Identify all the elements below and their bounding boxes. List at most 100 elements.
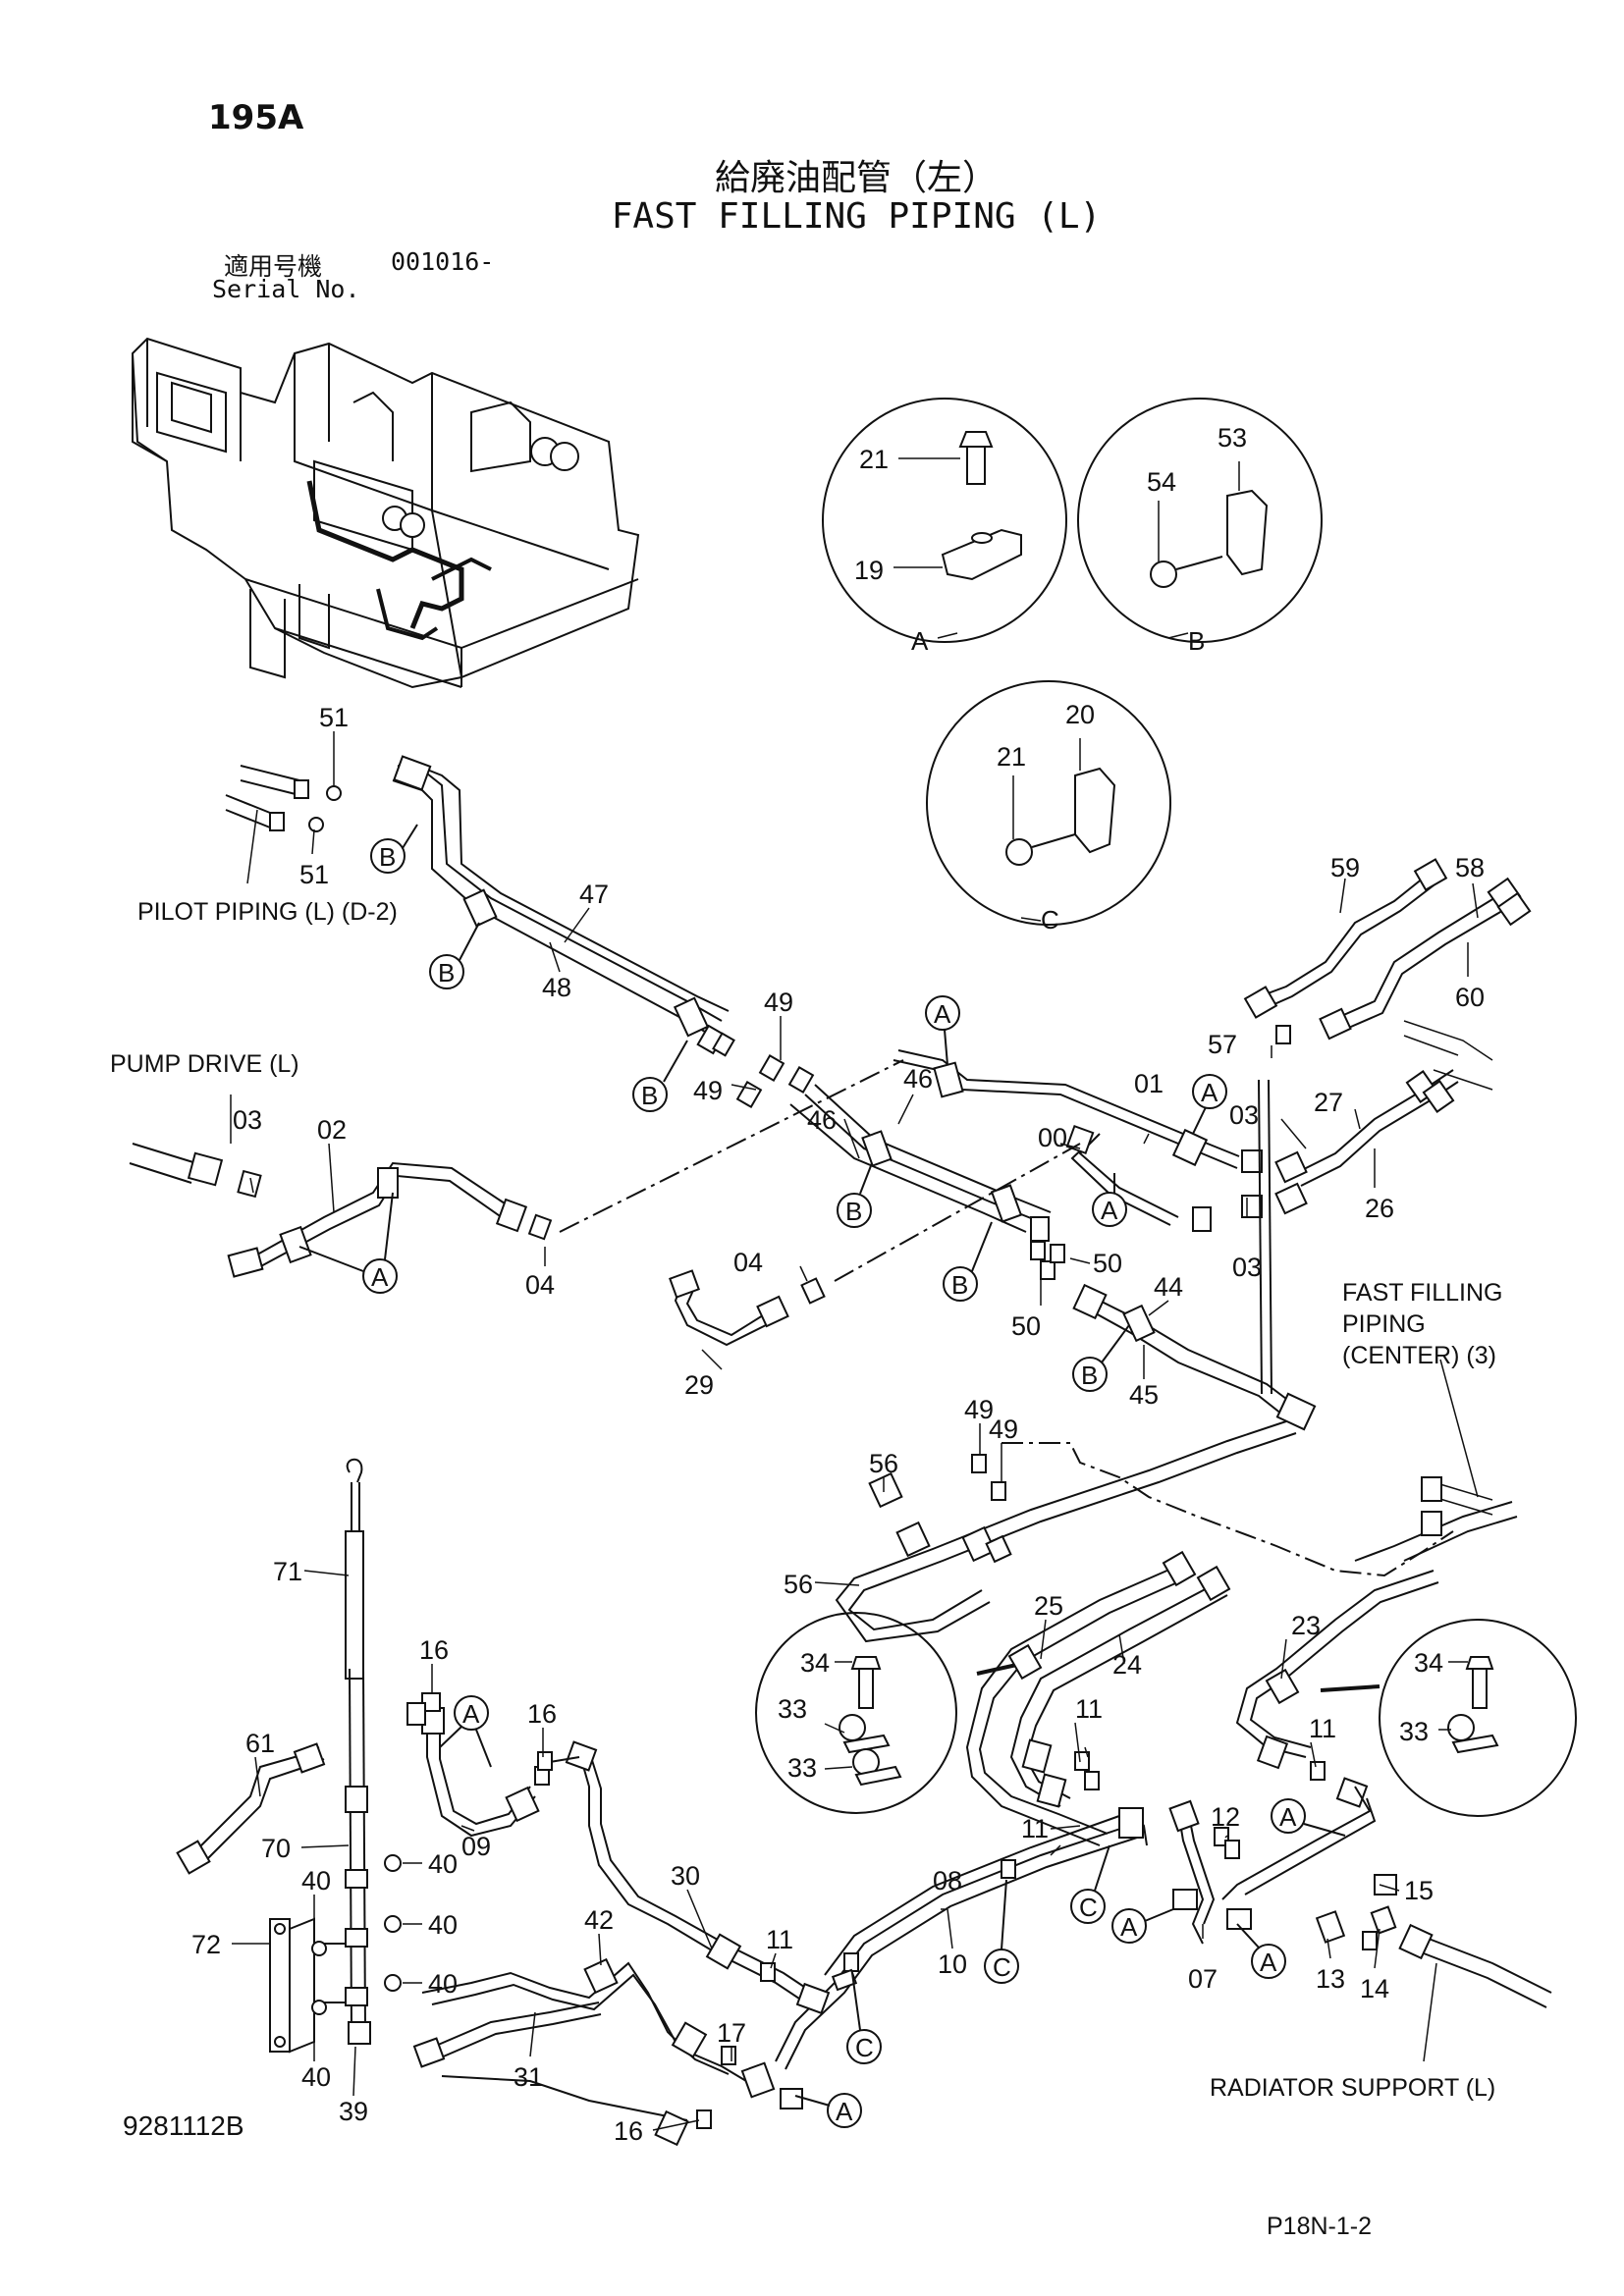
callout-48: 48 bbox=[542, 973, 571, 1002]
machine-overview-illustration bbox=[131, 337, 640, 689]
callout-44: 44 bbox=[1154, 1272, 1183, 1302]
section-marker-b: B bbox=[943, 1221, 993, 1302]
svg-text:B: B bbox=[951, 1270, 968, 1300]
section-marker-c: C bbox=[1070, 1844, 1110, 1924]
svg-text:B: B bbox=[641, 1081, 658, 1110]
callout-39: 39 bbox=[339, 2097, 368, 2126]
callout-19: 19 bbox=[854, 556, 884, 585]
callout-16: 16 bbox=[527, 1699, 557, 1729]
svg-text:B: B bbox=[845, 1197, 862, 1226]
callout-11: 11 bbox=[1075, 1694, 1103, 1724]
detail-c-label: C bbox=[1041, 905, 1059, 934]
callout-11: 11 bbox=[1021, 1814, 1049, 1843]
piping-lines bbox=[129, 755, 1552, 2147]
callout-72: 72 bbox=[191, 1930, 221, 1959]
callout-50: 50 bbox=[1011, 1311, 1041, 1341]
svg-text:C: C bbox=[1079, 1893, 1098, 1922]
callout-33-a: 33 bbox=[778, 1694, 807, 1724]
serial-label-english: Serial No. bbox=[212, 275, 360, 303]
callout-54: 54 bbox=[1147, 467, 1176, 497]
callout-13: 13 bbox=[1316, 1964, 1345, 1994]
section-marker-b: B bbox=[837, 1162, 873, 1228]
note-pump-drive: PUMP DRIVE (L) bbox=[110, 1050, 299, 1078]
section-marker-a: A bbox=[1271, 1798, 1346, 1837]
callout-50: 50 bbox=[1093, 1249, 1122, 1278]
section-marker-b: B bbox=[370, 824, 418, 874]
callout-61: 61 bbox=[245, 1729, 275, 1758]
svg-text:A: A bbox=[1201, 1078, 1218, 1107]
callout-20: 20 bbox=[1065, 700, 1095, 729]
callout-42: 42 bbox=[584, 1905, 614, 1935]
callout-30: 30 bbox=[671, 1861, 700, 1891]
callout-40: 40 bbox=[301, 1866, 331, 1896]
sheet-reference: P18N-1-2 bbox=[1267, 2213, 1372, 2240]
callout-numbers: 51 51 47 48 49 49 03 02 04 46 46 00 01 0… bbox=[191, 703, 1485, 2146]
callout-03: 03 bbox=[1229, 1100, 1259, 1130]
callout-56: 56 bbox=[784, 1570, 813, 1599]
callout-51: 51 bbox=[319, 703, 349, 732]
section-marker-a: A bbox=[439, 1695, 492, 1768]
callout-40: 40 bbox=[301, 2062, 331, 2092]
svg-text:A: A bbox=[462, 1699, 480, 1729]
callout-49: 49 bbox=[964, 1395, 994, 1424]
detail-view-a: 21 19 A bbox=[822, 398, 1067, 656]
reference-notes: PILOT PIPING (L) (D-2) PUMP DRIVE (L) FA… bbox=[110, 898, 1502, 2102]
callout-04: 04 bbox=[733, 1248, 763, 1277]
callout-14: 14 bbox=[1360, 1974, 1389, 2003]
callout-03: 03 bbox=[233, 1105, 262, 1135]
callout-08: 08 bbox=[933, 1866, 962, 1896]
section-marker-a: A bbox=[925, 995, 960, 1066]
callout-40: 40 bbox=[428, 1910, 458, 1940]
drawing-number: 9281112B bbox=[123, 2110, 244, 2141]
section-marker-a: A bbox=[1092, 1173, 1127, 1227]
svg-text:B: B bbox=[1081, 1361, 1098, 1390]
note-radiator-support: RADIATOR SUPPORT (L) bbox=[1210, 2074, 1495, 2102]
svg-text:B: B bbox=[438, 958, 455, 988]
callout-56: 56 bbox=[869, 1449, 898, 1478]
callout-46: 46 bbox=[807, 1105, 837, 1135]
callout-31: 31 bbox=[514, 2062, 543, 2092]
callout-46: 46 bbox=[903, 1064, 933, 1094]
callout-60: 60 bbox=[1455, 983, 1485, 1012]
section-marker-a: A bbox=[1192, 1074, 1227, 1135]
note-fast-filling-center: (CENTER) (3) bbox=[1342, 1342, 1496, 1369]
svg-text:B: B bbox=[379, 842, 396, 872]
page-number: 195A bbox=[208, 98, 304, 137]
detail-a-label: A bbox=[911, 626, 929, 656]
callout-26: 26 bbox=[1365, 1194, 1394, 1223]
callout-17: 17 bbox=[717, 2018, 746, 2048]
svg-text:C: C bbox=[855, 2033, 874, 2062]
note-fast-filling-center: PIPING bbox=[1342, 1310, 1426, 1338]
svg-text:C: C bbox=[993, 1952, 1011, 1982]
detail-view-clamp-left: 34 33 33 bbox=[755, 1612, 1022, 1814]
callout-23: 23 bbox=[1291, 1611, 1321, 1640]
callout-03: 03 bbox=[1232, 1253, 1262, 1282]
section-marker-a: A bbox=[1111, 1908, 1174, 1944]
callout-53: 53 bbox=[1218, 423, 1247, 453]
callout-01: 01 bbox=[1134, 1069, 1164, 1098]
section-marker-c: C bbox=[846, 1972, 882, 2064]
callout-59: 59 bbox=[1330, 853, 1360, 882]
callout-07: 07 bbox=[1188, 1964, 1218, 1994]
callout-34-a: 34 bbox=[800, 1648, 830, 1678]
callout-25: 25 bbox=[1034, 1591, 1063, 1621]
note-pilot-piping: PILOT PIPING (L) (D-2) bbox=[137, 898, 398, 926]
callout-40: 40 bbox=[428, 1849, 458, 1879]
callout-15: 15 bbox=[1404, 1876, 1434, 1905]
section-marker-b: B bbox=[632, 1040, 688, 1112]
callout-33-b: 33 bbox=[787, 1753, 817, 1783]
section-marker-a: A bbox=[298, 1192, 398, 1294]
callout-45: 45 bbox=[1129, 1380, 1159, 1410]
callout-16: 16 bbox=[419, 1635, 449, 1665]
svg-text:A: A bbox=[1101, 1196, 1118, 1225]
callout-16: 16 bbox=[614, 2116, 643, 2146]
section-marker-b: B bbox=[429, 922, 480, 989]
svg-text:A: A bbox=[836, 2097, 853, 2126]
svg-text:A: A bbox=[1120, 1912, 1138, 1942]
serial-number: 001016- bbox=[391, 247, 495, 276]
svg-text:A: A bbox=[371, 1262, 389, 1292]
callout-29: 29 bbox=[684, 1370, 714, 1400]
detail-view-clamp-right: 34 33 bbox=[1320, 1619, 1577, 1817]
callout-70: 70 bbox=[261, 1834, 291, 1863]
